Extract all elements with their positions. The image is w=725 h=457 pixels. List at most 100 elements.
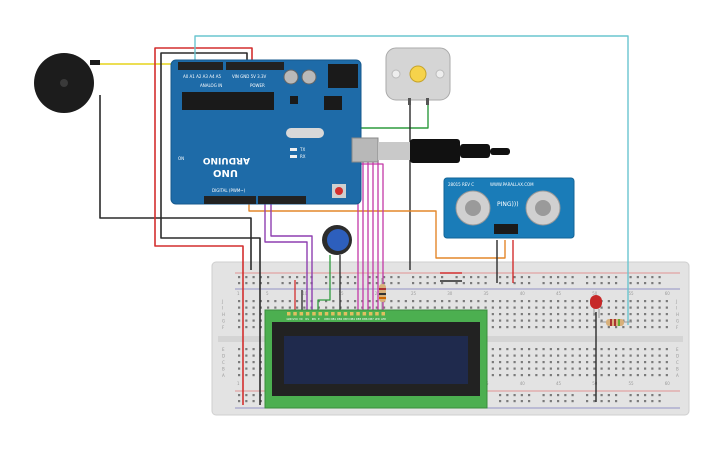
breadboard-hole[interactable] — [622, 306, 625, 309]
breadboard-hole[interactable] — [288, 300, 291, 303]
breadboard-hole[interactable] — [506, 313, 509, 316]
breadboard-hole[interactable] — [542, 306, 545, 309]
breadboard-hole[interactable] — [245, 319, 248, 322]
breadboard-hole[interactable] — [665, 306, 668, 309]
breadboard-hole[interactable] — [245, 367, 248, 370]
breadboard-hole[interactable] — [499, 394, 502, 397]
breadboard-hole[interactable] — [317, 300, 320, 303]
breadboard-hole[interactable] — [346, 306, 349, 309]
breadboard-hole[interactable] — [564, 361, 567, 364]
breadboard-hole[interactable] — [368, 282, 371, 285]
breadboard-hole[interactable] — [542, 319, 545, 322]
breadboard-hole[interactable] — [259, 348, 262, 351]
breadboard-hole[interactable] — [564, 348, 567, 351]
breadboard-hole[interactable] — [571, 348, 574, 351]
breadboard-hole[interactable] — [426, 282, 429, 285]
breadboard-hole[interactable] — [658, 361, 661, 364]
breadboard-hole[interactable] — [506, 400, 509, 403]
breadboard-hole[interactable] — [622, 326, 625, 329]
breadboard-hole[interactable] — [571, 400, 574, 403]
breadboard-hole[interactable] — [600, 394, 603, 397]
breadboard-hole[interactable] — [317, 306, 320, 309]
breadboard-hole[interactable] — [520, 400, 523, 403]
breadboard-hole[interactable] — [506, 306, 509, 309]
breadboard-hole[interactable] — [499, 282, 502, 285]
breadboard-hole[interactable] — [499, 361, 502, 364]
breadboard-hole[interactable] — [513, 361, 516, 364]
breadboard-hole[interactable] — [615, 300, 618, 303]
breadboard-hole[interactable] — [433, 276, 436, 279]
breadboard-hole[interactable] — [390, 300, 393, 303]
breadboard-hole[interactable] — [484, 282, 487, 285]
breadboard-hole[interactable] — [636, 348, 639, 351]
breadboard-hole[interactable] — [549, 394, 552, 397]
breadboard-hole[interactable] — [245, 394, 248, 397]
breadboard-hole[interactable] — [252, 326, 255, 329]
breadboard-hole[interactable] — [665, 300, 668, 303]
breadboard-hole[interactable] — [528, 361, 531, 364]
breadboard-hole[interactable] — [607, 282, 610, 285]
lcd-pin[interactable] — [287, 312, 291, 316]
breadboard-hole[interactable] — [412, 282, 415, 285]
breadboard-hole[interactable] — [665, 374, 668, 377]
breadboard-hole[interactable] — [426, 306, 429, 309]
breadboard-hole[interactable] — [557, 367, 560, 370]
breadboard-hole[interactable] — [600, 319, 603, 322]
breadboard-hole[interactable] — [593, 282, 596, 285]
lcd-pin[interactable] — [337, 312, 341, 316]
breadboard-hole[interactable] — [607, 276, 610, 279]
breadboard-hole[interactable] — [607, 400, 610, 403]
breadboard-hole[interactable] — [593, 394, 596, 397]
breadboard-hole[interactable] — [535, 313, 538, 316]
breadboard-hole[interactable] — [288, 282, 291, 285]
breadboard-hole[interactable] — [658, 400, 661, 403]
breadboard-hole[interactable] — [651, 282, 654, 285]
breadboard-hole[interactable] — [658, 354, 661, 357]
breadboard-hole[interactable] — [470, 282, 473, 285]
breadboard-hole[interactable] — [571, 354, 574, 357]
breadboard-hole[interactable] — [658, 282, 661, 285]
breadboard-hole[interactable] — [629, 319, 632, 322]
lcd-pin[interactable] — [350, 312, 354, 316]
breadboard-hole[interactable] — [615, 306, 618, 309]
breadboard-hole[interactable] — [629, 276, 632, 279]
breadboard-hole[interactable] — [549, 319, 552, 322]
breadboard-hole[interactable] — [245, 361, 248, 364]
breadboard-hole[interactable] — [651, 348, 654, 351]
breadboard-hole[interactable] — [499, 400, 502, 403]
breadboard-hole[interactable] — [491, 300, 494, 303]
breadboard-hole[interactable] — [259, 319, 262, 322]
breadboard-hole[interactable] — [600, 348, 603, 351]
breadboard-hole[interactable] — [615, 367, 618, 370]
breadboard-hole[interactable] — [636, 374, 639, 377]
breadboard-hole[interactable] — [564, 313, 567, 316]
breadboard-hole[interactable] — [586, 400, 589, 403]
breadboard-hole[interactable] — [375, 306, 378, 309]
breadboard-hole[interactable] — [245, 306, 248, 309]
breadboard-hole[interactable] — [658, 319, 661, 322]
breadboard-hole[interactable] — [578, 367, 581, 370]
breadboard-hole[interactable] — [383, 306, 386, 309]
breadboard-hole[interactable] — [484, 300, 487, 303]
breadboard-hole[interactable] — [499, 300, 502, 303]
breadboard-hole[interactable] — [607, 394, 610, 397]
breadboard-hole[interactable] — [549, 282, 552, 285]
breadboard-hole[interactable] — [245, 326, 248, 329]
breadboard-hole[interactable] — [491, 326, 494, 329]
breadboard-hole[interactable] — [607, 306, 610, 309]
breadboard-hole[interactable] — [383, 282, 386, 285]
lcd-pin[interactable] — [362, 312, 367, 316]
breadboard-hole[interactable] — [651, 326, 654, 329]
breadboard-hole[interactable] — [528, 374, 531, 377]
breadboard-hole[interactable] — [557, 400, 560, 403]
breadboard-hole[interactable] — [238, 394, 241, 397]
breadboard-hole[interactable] — [419, 282, 422, 285]
breadboard-hole[interactable] — [586, 394, 589, 397]
breadboard-hole[interactable] — [491, 313, 494, 316]
breadboard-hole[interactable] — [593, 354, 596, 357]
breadboard-hole[interactable] — [426, 276, 429, 279]
breadboard-hole[interactable] — [252, 313, 255, 316]
breadboard-hole[interactable] — [535, 361, 538, 364]
resistor-lcd[interactable] — [379, 278, 386, 310]
breadboard-hole[interactable] — [578, 348, 581, 351]
